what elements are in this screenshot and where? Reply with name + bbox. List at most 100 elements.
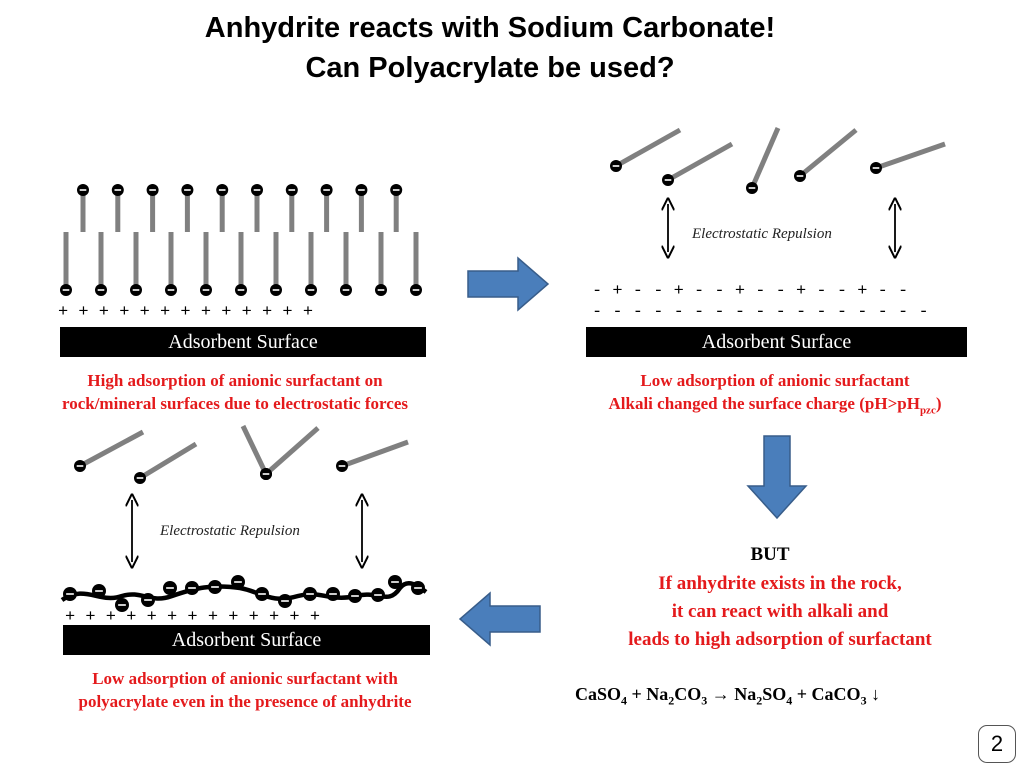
- eq-part: → Na: [707, 684, 757, 704]
- surfactant-molecule: [410, 232, 422, 296]
- surfactant-molecule: [260, 426, 320, 480]
- eq-sub: 2: [668, 693, 675, 708]
- electrostatic-repulsion-label-top: Electrostatic Repulsion: [692, 226, 832, 242]
- polyacrylate-chain: [60, 581, 428, 602]
- surfactant-molecule: [375, 232, 387, 296]
- anion-head-icon: [303, 587, 317, 601]
- anion-head-icon: [63, 587, 77, 601]
- surfactant-molecule: [794, 128, 858, 182]
- eq-sub: 3: [701, 693, 708, 708]
- anhydrite-warning-line-3: leads to high adsorption of surfactant: [628, 629, 932, 650]
- anion-head-icon: [231, 575, 245, 589]
- caption-top-right-line-1: Low adsorption of anionic surfactant: [640, 371, 910, 390]
- anion-head-icon: [163, 581, 177, 595]
- surfactant-molecule: [870, 141, 946, 174]
- surfactant-molecule: [336, 439, 409, 472]
- anion-head-icon: [77, 184, 89, 196]
- anhydrite-warning-line-1: If anhydrite exists in the rock,: [658, 573, 902, 594]
- surfactant-molecule: [130, 232, 142, 296]
- surfactant-molecule: [111, 184, 124, 232]
- block-arrow-right-icon: [467, 256, 550, 312]
- anion-head-icon: [285, 184, 298, 196]
- eq-part: CaSO: [575, 684, 622, 704]
- block-arrow-left-icon: [458, 591, 541, 647]
- anion-head-icon: [235, 284, 247, 296]
- polyacrylate-anion-group: [63, 575, 425, 612]
- surfactant-molecule: [270, 232, 282, 296]
- surfactant-molecule: [390, 184, 403, 232]
- anion-head-icon: [260, 468, 272, 480]
- surfactant-molecule: [77, 184, 89, 232]
- anion-head-icon: [371, 588, 385, 602]
- anion-head-icon: [610, 160, 622, 172]
- caption-top-left-line-1: High adsorption of anionic surfactant on: [87, 371, 383, 390]
- surfactant-molecule: [662, 141, 734, 186]
- anion-head-icon: [390, 184, 403, 196]
- adsorbent-surface-top-right: Adsorbent Surface: [586, 327, 967, 357]
- caption-bottom-left-line-2: polyacrylate even in the presence of anh…: [78, 692, 412, 711]
- block-arrow-down-icon: [746, 435, 808, 520]
- anion-head-icon: [355, 184, 368, 196]
- anion-head-icon: [134, 472, 146, 484]
- anion-head-icon: [305, 284, 317, 296]
- but-label: BUT: [750, 544, 790, 565]
- adsorbed-surfactant-group: [60, 184, 422, 296]
- adsorbent-surface-top-left: Adsorbent Surface: [60, 327, 426, 357]
- eq-sub: 4: [786, 693, 793, 708]
- caption-top-right-close: ): [935, 394, 942, 413]
- eq-part: SO: [762, 684, 787, 704]
- anion-head-icon: [410, 284, 422, 296]
- surfactant-molecule: [285, 184, 298, 232]
- caption-top-right-line-2: Alkali changed the surface charge (pH>pH…: [560, 392, 990, 422]
- anion-head-icon: [111, 184, 124, 196]
- anion-head-icon: [208, 580, 222, 594]
- eq-part: CO: [674, 684, 702, 704]
- title-line-2: Can Polyacrylate be used?: [305, 52, 675, 84]
- surfactant-molecule: [216, 184, 229, 232]
- positive-surface-charges: + + + + + + + + + + + + +: [58, 303, 314, 322]
- electrostatic-repulsion-label-bottom: Electrostatic Repulsion: [160, 523, 300, 539]
- anion-head-icon: [165, 284, 177, 296]
- surfactant-molecule: [146, 184, 159, 232]
- eq-sub: 2: [756, 693, 763, 708]
- negative-surface-charges: - - - - - - - - - - - - - - - - -: [592, 303, 929, 322]
- anion-head-icon: [60, 284, 72, 296]
- anhydrite-warning-line-2: it can react with alkali and: [671, 601, 889, 622]
- anion-head-icon: [251, 184, 263, 196]
- surfactant-molecule: [251, 184, 263, 232]
- free-surfactant-group-bottom: [74, 424, 409, 484]
- surfactant-molecule: [320, 184, 333, 232]
- surfactant-molecule: [165, 232, 177, 296]
- anion-head-icon: [216, 184, 229, 196]
- anion-head-icon: [92, 584, 106, 598]
- surfactant-molecule: [181, 184, 194, 232]
- surfactant-molecule: [340, 232, 352, 296]
- free-surfactant-group-top: [610, 127, 946, 194]
- surfactant-molecule: [610, 127, 682, 172]
- anion-head-icon: [146, 184, 159, 196]
- caption-top-right-text: Alkali changed the surface charge (pH>pH: [608, 394, 920, 413]
- eq-part: + Na: [627, 684, 669, 704]
- caption-top-left-line-2: rock/mineral surfaces due to electrostat…: [61, 394, 409, 413]
- anion-head-icon: [115, 598, 129, 612]
- caption-bottom-left-line-1: Low adsorption of anionic surfactant wit…: [92, 669, 398, 688]
- positive-surface-charges-bottom: + + + + + + + + + + + + +: [65, 608, 321, 627]
- eq-sub: 4: [621, 693, 628, 708]
- anion-head-icon: [326, 587, 340, 601]
- anion-head-icon: [255, 587, 269, 601]
- anion-head-icon: [348, 589, 362, 603]
- anion-head-icon: [200, 284, 212, 296]
- anion-head-icon: [794, 170, 806, 182]
- page-number: 2: [978, 725, 1016, 763]
- surfactant-molecule: [60, 232, 72, 296]
- surfactant-molecule: [235, 232, 247, 296]
- anion-head-icon: [388, 575, 402, 589]
- anion-head-icon: [411, 581, 425, 595]
- reaction-equation: CaSO4 + Na2CO3 → Na2SO4 + CaCO3 ↓: [575, 684, 880, 709]
- eq-sub: 3: [860, 693, 867, 708]
- anion-head-icon: [130, 284, 142, 296]
- adsorbent-surface-bottom-left: Adsorbent Surface: [63, 625, 430, 655]
- anion-head-icon: [870, 162, 882, 174]
- surfactant-molecule: [355, 184, 368, 232]
